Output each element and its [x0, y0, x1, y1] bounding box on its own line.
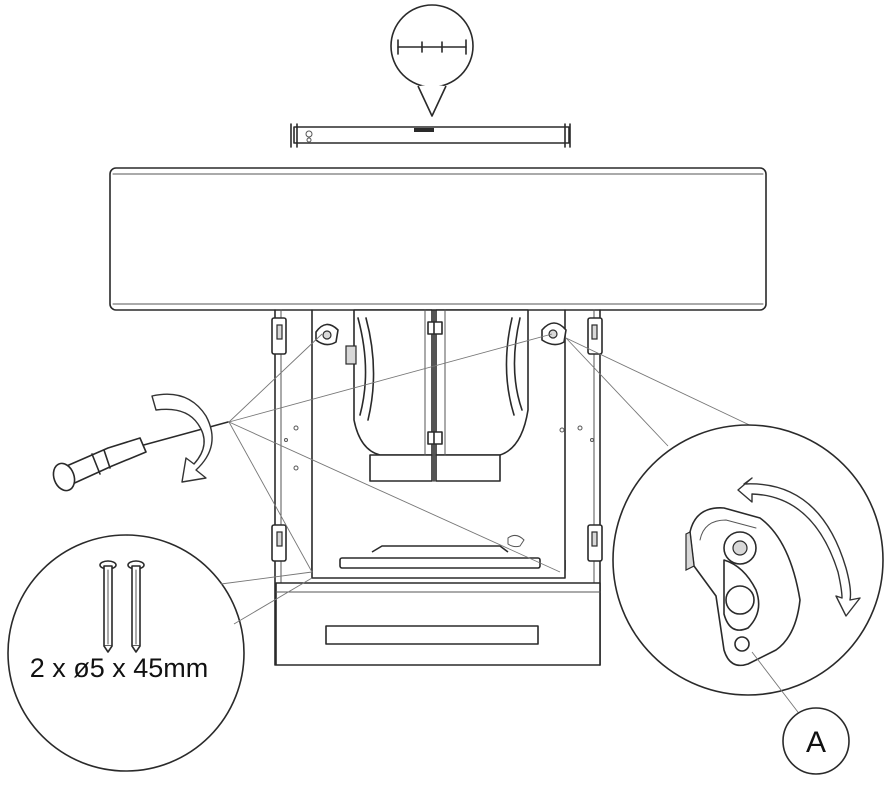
spirit-level-body: [293, 126, 570, 144]
adjustable-bracket: [685, 507, 801, 667]
rotation-arrow-icon: [151, 393, 213, 483]
blower-right-housing: [435, 309, 529, 456]
drill-guide-lines: [228, 333, 561, 573]
bubble-vial-icon: [397, 39, 467, 55]
chimney-frame: [271, 309, 603, 666]
bracket-detail-callout: A: [565, 337, 884, 775]
right-keyhole-mount: [541, 322, 567, 346]
screwdriver-icon: [52, 421, 229, 492]
level-detail-callout: [390, 4, 474, 117]
filter-box: [275, 582, 601, 666]
left-keyhole-mount: [315, 323, 339, 346]
level-vial-icon: [414, 128, 434, 132]
screw-icon-1: [99, 560, 117, 653]
screw-detail-callout: 2 x ø5 x 45mm: [7, 534, 313, 772]
level-detail-circle: [390, 4, 474, 88]
lower-assembly: [275, 534, 601, 666]
adjust-arrow-icon: [737, 477, 861, 617]
screw-icon-2: [127, 560, 145, 653]
cable-clip: [507, 534, 525, 548]
part-a-label: A: [806, 726, 826, 759]
canopy-body: [109, 167, 767, 311]
bottom-rail: [339, 557, 541, 569]
screw-spec-label: 2 x ø5 x 45mm: [30, 653, 209, 683]
screw-detail-circle: [7, 534, 245, 772]
level-detail-pointer: [417, 85, 447, 117]
spirit-level: [290, 123, 571, 148]
blower-left-outlet: [369, 454, 433, 482]
hood-canopy: [109, 167, 767, 311]
blower-unit: [345, 309, 529, 482]
part-a-marker: [782, 707, 850, 775]
filter-slot: [325, 625, 539, 645]
blower-right-outlet: [435, 454, 501, 482]
